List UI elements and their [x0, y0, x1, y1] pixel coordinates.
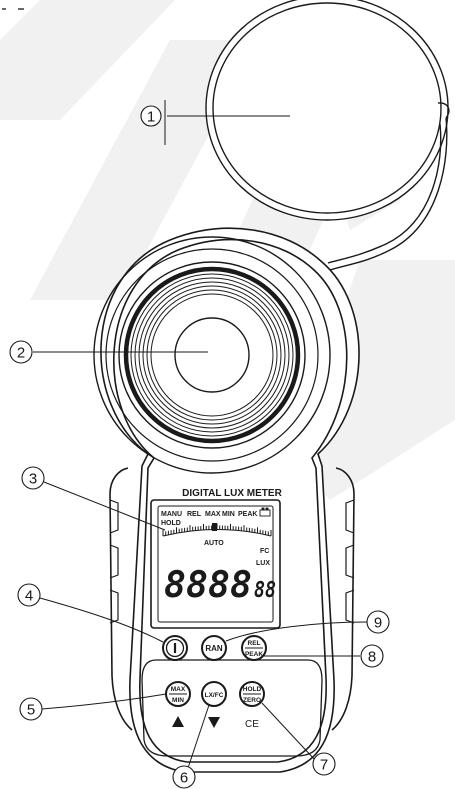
lx-fc-button[interactable]: LX/FC — [201, 681, 227, 707]
lcd-indicator-min: MIN — [222, 511, 235, 518]
lcd-unit-fc: FC — [260, 548, 269, 555]
callout-7-number: 7 — [320, 757, 328, 774]
hold-label: HOLD — [243, 686, 262, 693]
sensor-head — [93, 236, 331, 474]
callout-9: 9 — [366, 610, 390, 634]
callout-2: 2 — [9, 340, 33, 364]
lcd-main-digits: 8888 — [164, 565, 252, 606]
lcd-display: MANU REL MAX MIN PEAK HOLD AUTO FC LUX 8… — [150, 499, 281, 629]
callout-6-number: 6 — [180, 770, 188, 787]
callout-4-number: 4 — [25, 588, 33, 605]
light-sensor — [174, 317, 250, 393]
range-button[interactable]: RAN — [201, 635, 227, 661]
max-min-button[interactable]: MAX MIN — [165, 681, 191, 707]
lcd-indicator-max: MAX — [205, 511, 221, 518]
lcd-indicator-hold: HOLD — [161, 520, 181, 527]
range-button-label: RAN — [205, 644, 223, 653]
power-button[interactable] — [162, 635, 188, 661]
callout-6: 6 — [172, 765, 196, 789]
callout-8: 8 — [360, 644, 384, 668]
ce-mark: CE — [245, 719, 259, 730]
rel-peak-button[interactable]: REL PEAK — [241, 635, 267, 661]
lcd-unit-lux: LUX — [256, 560, 270, 567]
min-label: MIN — [172, 697, 184, 704]
max-label: MAX — [171, 686, 186, 693]
callout-7: 7 — [312, 752, 336, 776]
battery-icon — [259, 507, 271, 517]
callout-1: 1 — [140, 105, 162, 127]
hold-zero-button[interactable]: HOLD ZERO — [239, 681, 265, 707]
callout-5: 5 — [19, 697, 43, 721]
device-title: DIGITAL LUX METER — [182, 488, 282, 499]
lcd-indicator-manu: MANU — [161, 511, 182, 518]
down-arrow-icon — [208, 717, 220, 728]
leader-lines — [33, 100, 368, 769]
callout-9-number: 9 — [374, 615, 382, 632]
protective-cap — [205, 0, 450, 271]
lcd-indicator-rel: REL — [187, 511, 202, 518]
lcd-indicator-auto: AUTO — [204, 540, 224, 547]
callout-4: 4 — [17, 583, 41, 607]
up-arrow-icon — [172, 716, 184, 727]
lcd-indicator-peak: PEAK — [238, 511, 257, 518]
peak-label: PEAK — [245, 651, 263, 658]
callout-2-number: 2 — [17, 345, 25, 362]
callout-8-number: 8 — [368, 649, 376, 666]
lcd-bar-graph — [162, 523, 272, 537]
callout-3-number: 3 — [29, 471, 37, 488]
lx-fc-label: LX/FC — [205, 692, 224, 699]
lcd-small-digits: 88 — [254, 578, 276, 603]
rel-label: REL — [248, 640, 261, 647]
callout-1-number: 1 — [147, 109, 155, 126]
zero-label: ZERO — [243, 697, 261, 704]
callout-5-number: 5 — [27, 702, 35, 719]
callout-3: 3 — [21, 466, 45, 490]
